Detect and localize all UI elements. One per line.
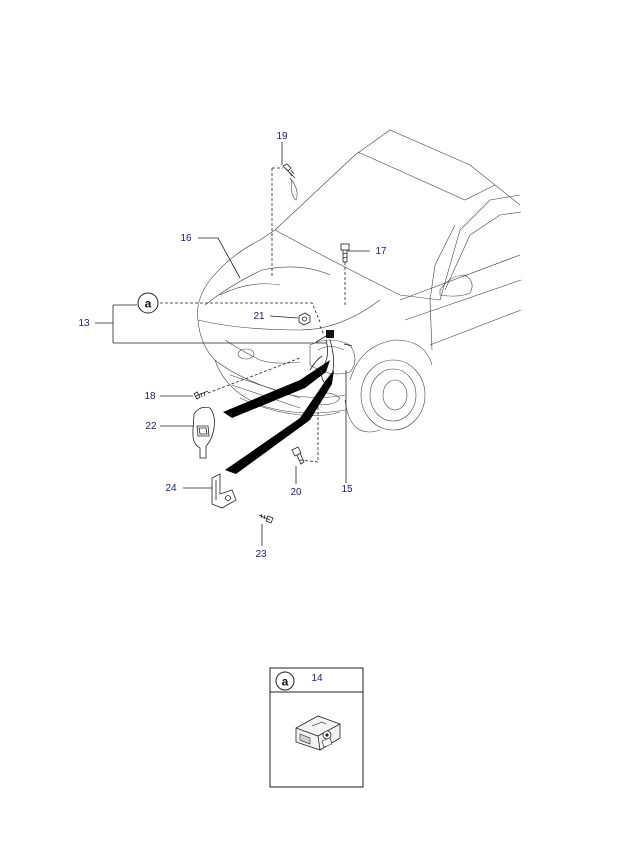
bolt-19-icon [282,163,296,179]
detail-marker-label: a [145,297,152,311]
callout-19: 19 [276,131,288,142]
callout-15: 15 [341,484,353,495]
sensor-bracket-22-icon [192,406,215,459]
callout-17: 17 [375,246,387,257]
mounting-bracket-24-icon [211,473,237,509]
callout-24: 24 [165,483,177,494]
inset-marker-label: a [282,675,289,689]
callout-23: 23 [255,549,267,560]
wiring-harness [223,330,353,474]
callout-22: 22 [145,421,157,432]
callout-18: 18 [144,391,156,402]
callout-20: 20 [290,487,302,498]
sensor-14-icon [295,715,341,751]
callout-numbers: 19 16 17 21 13 18 22 20 15 24 23 [78,131,387,560]
bolt-23-icon [258,513,274,524]
dashed-leaders [160,167,346,463]
callout-13: 13 [78,318,90,329]
bolt-17-icon [340,243,350,263]
callout-21: 21 [253,311,265,322]
inset-marker-circle [275,671,295,691]
nut-21-icon [298,312,311,326]
callout-14: 14 [311,673,323,684]
inset-detail-box: a 14 [269,667,364,788]
connector-block [326,330,334,338]
callout-leaders [95,142,370,546]
car-illustration [197,129,522,433]
bolt-18-icon [193,390,209,400]
detail-marker-a: a [137,292,159,314]
callout-16: 16 [180,233,192,244]
bolt-20-icon [291,446,305,465]
